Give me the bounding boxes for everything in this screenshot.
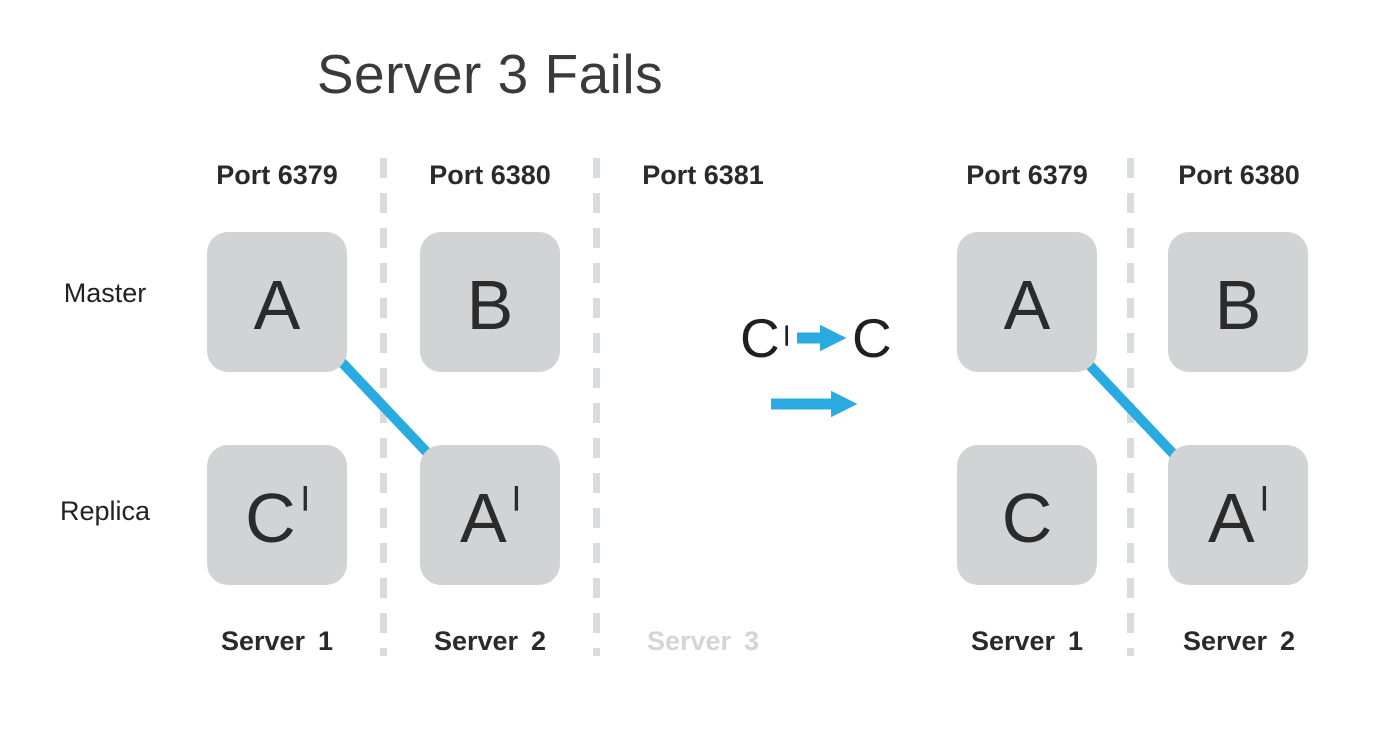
promotion-from-label: C| <box>740 311 790 366</box>
port-label: Port 6379 <box>966 160 1088 190</box>
node-box: B <box>1168 232 1308 372</box>
node-letter: B <box>466 266 514 344</box>
node-box: C <box>957 445 1097 585</box>
server-number: 1 <box>1068 626 1084 656</box>
prime-mark: | <box>512 481 520 511</box>
node-letter: A <box>1208 479 1255 557</box>
server-number: 2 <box>531 626 547 656</box>
server-name: Server <box>220 626 306 656</box>
server-name: Server <box>1182 626 1268 656</box>
replication-arrow-icon <box>330 350 451 477</box>
server-number: 1 <box>318 626 334 656</box>
server-number: 3 <box>744 626 760 656</box>
server-name: Server <box>646 626 732 656</box>
server-label: Server 2 <box>1129 626 1349 657</box>
node-box: A | <box>420 445 560 585</box>
prime-mark: | <box>1260 481 1268 511</box>
node-box: A <box>207 232 347 372</box>
server-name: Server <box>433 626 519 656</box>
prime-mark: | <box>783 323 790 346</box>
port-label: Port 6381 <box>642 160 764 190</box>
server-label: Server 2 <box>380 626 600 657</box>
diagram-title: Server 3 Fails <box>316 43 664 105</box>
node-letter: C <box>1001 479 1053 557</box>
node-box: A | <box>1168 445 1308 585</box>
node-letter: B <box>1214 266 1262 344</box>
port-label: Port 6380 <box>429 160 551 190</box>
promotion-to-label: C <box>852 311 892 366</box>
port-label: Port 6379 <box>216 160 338 190</box>
node-letter: C <box>245 479 296 557</box>
prime-mark: | <box>301 481 309 511</box>
master-row-label: Master <box>63 278 147 308</box>
promotion-to-letter: C <box>852 307 892 369</box>
server-label: Server 1 <box>917 626 1137 657</box>
port-label: Port 6380 <box>1178 160 1300 190</box>
server-number: 2 <box>1280 626 1296 656</box>
server-label-failed: Server 3 <box>593 626 813 657</box>
promotion-from-letter: C <box>740 307 780 369</box>
node-box: B <box>420 232 560 372</box>
server-name: Server <box>970 626 1056 656</box>
server-label: Server 1 <box>167 626 387 657</box>
node-box: A <box>957 232 1097 372</box>
node-letter: A <box>460 479 507 557</box>
node-box: C | <box>207 445 347 585</box>
replication-arrow-icon <box>1075 350 1196 477</box>
node-letter: A <box>1003 266 1051 344</box>
node-letter: A <box>253 266 301 344</box>
replica-row-label: Replica <box>59 496 151 526</box>
